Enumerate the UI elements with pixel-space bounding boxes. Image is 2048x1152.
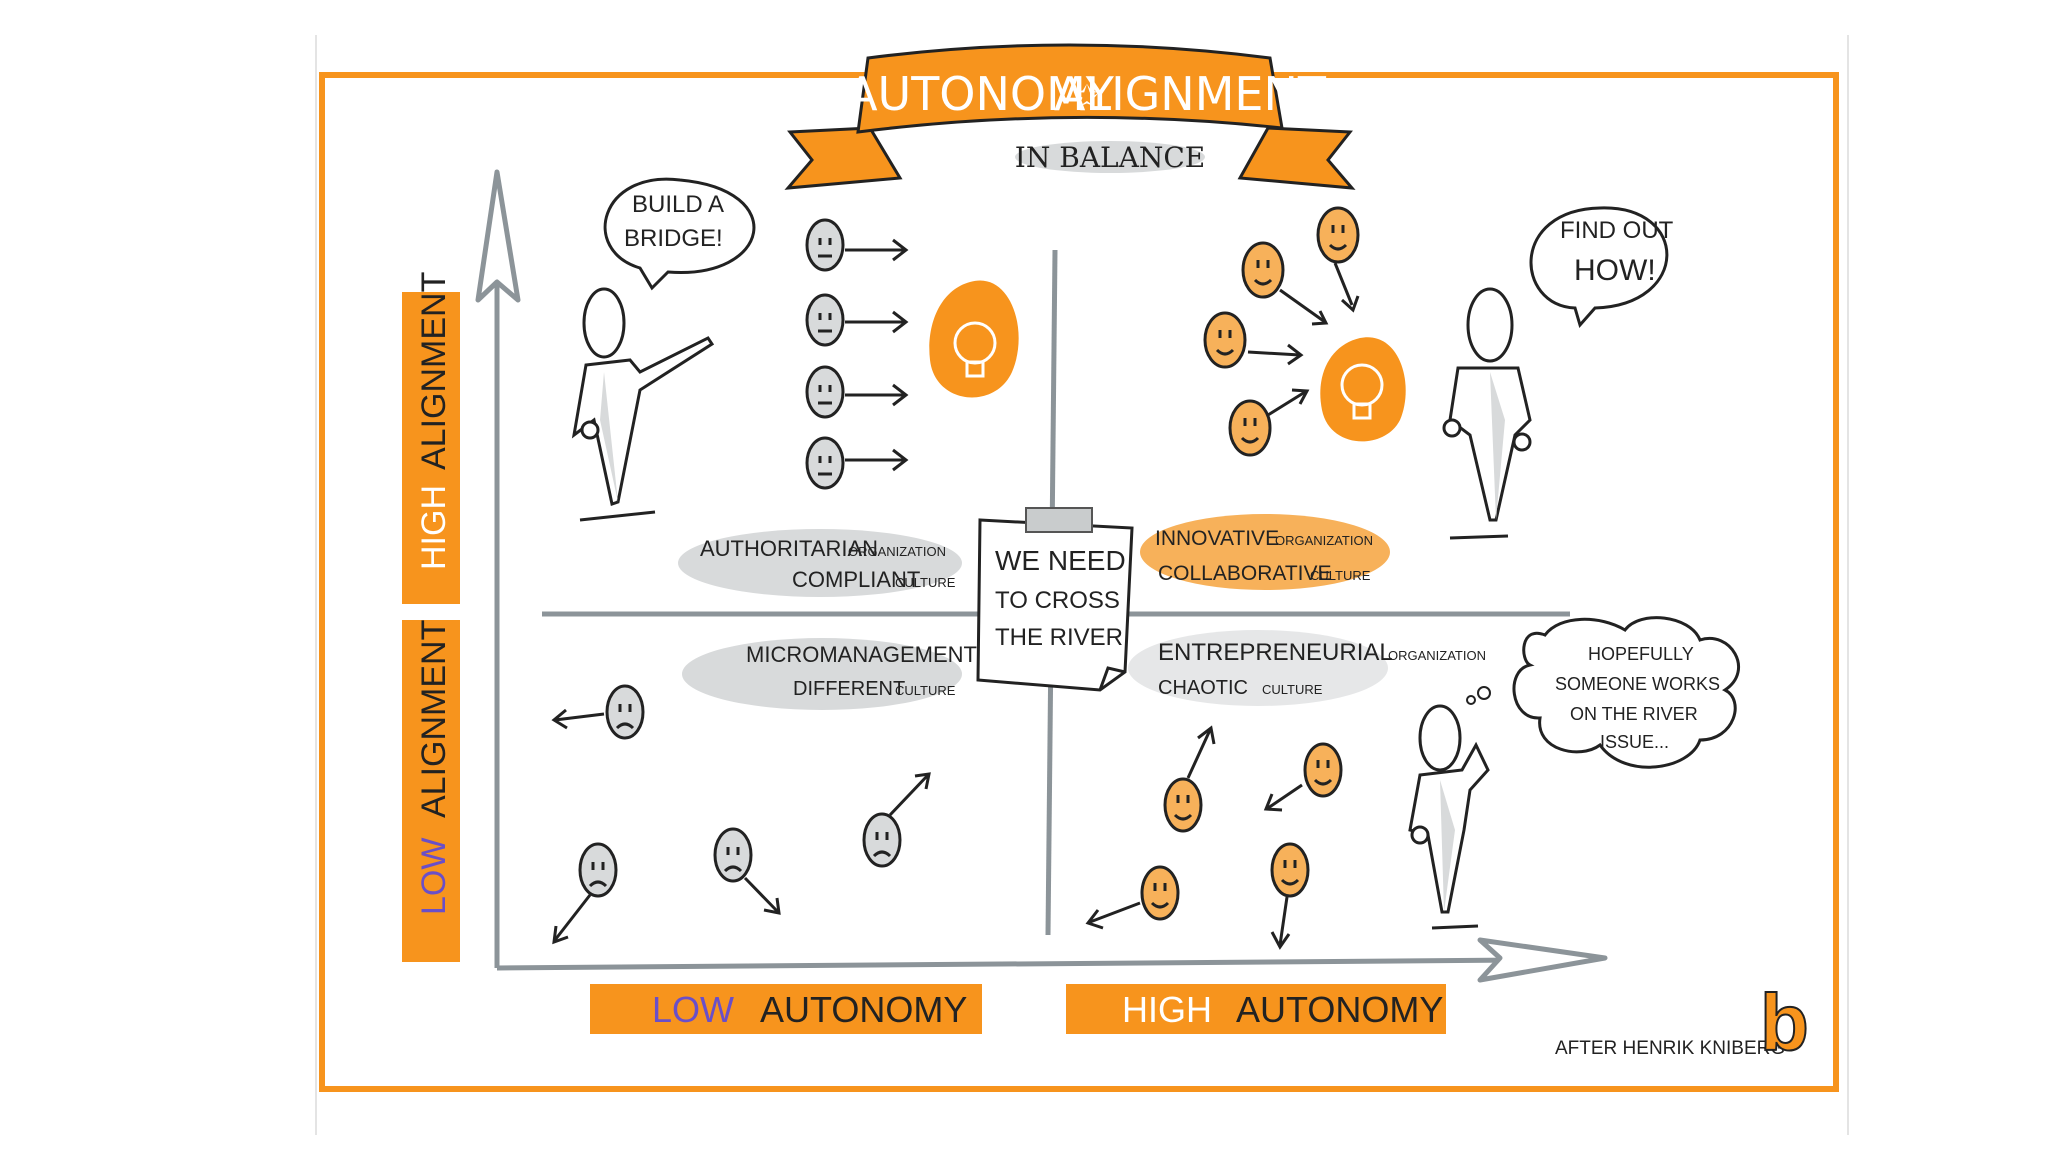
face-different-3 — [713, 827, 781, 915]
x-axis-arrow-icon — [1477, 937, 1608, 983]
svg-text:HOW!: HOW! — [1574, 254, 1656, 287]
face-collab-1 — [1316, 206, 1360, 313]
svg-text:BUILD A: BUILD A — [632, 191, 724, 218]
svg-text:INNOVATIVE: INNOVATIVE — [1155, 527, 1279, 550]
svg-text:ISSUE...: ISSUE... — [1600, 732, 1669, 752]
svg-text:ON THE RIVER: ON THE RIVER — [1570, 704, 1698, 724]
lightbulb-icon-right — [1320, 337, 1406, 442]
svg-text:HIGH: HIGH — [1122, 989, 1212, 1030]
svg-text:COMPLIANT: COMPLIANT — [792, 567, 920, 592]
figure-bottom-right — [1408, 704, 1490, 930]
svg-text:BRIDGE!: BRIDGE! — [624, 225, 723, 252]
svg-text:ALIGNMENT: ALIGNMENT — [415, 620, 453, 818]
svg-text:ORGANIZATION: ORGANIZATION — [1275, 533, 1373, 548]
face-collab-2 — [1241, 241, 1329, 326]
face-different-4 — [862, 772, 931, 868]
face-compliant-2 — [805, 293, 909, 347]
svg-text:AUTHORITARIAN: AUTHORITARIAN — [700, 536, 878, 561]
svg-text:CULTURE: CULTURE — [1310, 568, 1371, 583]
svg-text:CHAOTIC: CHAOTIC — [1158, 677, 1248, 699]
collaborative-faces — [1203, 206, 1360, 457]
speech-bubble-find-out: FIND OUT HOW! — [1529, 206, 1674, 329]
svg-text:AUTONOMY: AUTONOMY — [1236, 989, 1443, 1030]
caption-innovative: INNOVATIVE ORGANIZATION COLLABORATIVE CU… — [1140, 514, 1390, 590]
face-chaotic-4 — [1270, 842, 1310, 950]
face-collab-4 — [1228, 388, 1310, 457]
title-star-icon: ✩ — [1074, 80, 1099, 113]
y-axis-arrow-icon — [475, 169, 521, 303]
face-different-2 — [552, 842, 618, 945]
center-note: WE NEED TO CROSS THE RIVER — [976, 507, 1134, 692]
speech-bubble-leader: BUILD A BRIDGE! — [603, 177, 756, 291]
svg-text:CULTURE: CULTURE — [1262, 682, 1323, 697]
caption-entrepreneurial: ENTREPRENEURIAL ORGANIZATION CHAOTIC CUL… — [1128, 630, 1486, 706]
face-collab-3 — [1203, 311, 1304, 369]
svg-text:WE NEED: WE NEED — [995, 545, 1126, 576]
chaotic-faces — [1085, 725, 1343, 950]
face-chaotic-1 — [1163, 725, 1216, 833]
svg-text:CULTURE: CULTURE — [895, 575, 956, 590]
svg-text:AUTONOMY: AUTONOMY — [760, 989, 967, 1030]
svg-text:ORGANIZATION: ORGANIZATION — [1388, 648, 1486, 663]
svg-text:SOMEONE WORKS: SOMEONE WORKS — [1555, 674, 1720, 694]
face-compliant-4 — [805, 436, 909, 490]
label-low-autonomy: LOW AUTONOMY — [590, 984, 982, 1034]
svg-text:TO CROSS: TO CROSS — [995, 587, 1120, 614]
caption-micromanagement: MICROMANAGEMENT DIFFERENT CULTURE — [682, 638, 977, 710]
svg-text:ENTREPRENEURIAL: ENTREPRENEURIAL — [1158, 639, 1393, 666]
different-faces — [551, 684, 931, 945]
svg-text:MICROMANAGEMENT: MICROMANAGEMENT — [746, 642, 977, 667]
face-compliant-1 — [805, 218, 909, 272]
thought-bubble-hopefully: HOPEFULLY SOMEONE WORKS ON THE RIVER ISS… — [1466, 616, 1740, 769]
leader-figure — [571, 287, 715, 522]
figure-top-right — [1442, 287, 1532, 540]
credit-text: AFTER HENRIK KNIBERG — [1555, 1038, 1785, 1059]
face-different-1 — [551, 684, 645, 740]
tape — [1025, 507, 1093, 533]
svg-text:HIGH: HIGH — [415, 485, 453, 570]
brand-logo: b — [1760, 978, 1809, 1067]
label-high-autonomy: HIGH AUTONOMY — [1066, 984, 1446, 1034]
svg-text:DIFFERENT: DIFFERENT — [793, 678, 905, 700]
title-banner: AUTONOMY ✩ ALIGNMENT IN BALANCE — [784, 43, 1356, 190]
lightbulb-icon-left — [929, 280, 1019, 398]
svg-text:COLLABORATIVE: COLLABORATIVE — [1158, 562, 1332, 585]
caption-authoritarian: AUTHORITARIAN ORGANIZATION COMPLIANT CUL… — [678, 529, 962, 597]
compliant-faces — [805, 218, 909, 490]
svg-text:LOW: LOW — [415, 838, 453, 915]
svg-text:ORGANIZATION: ORGANIZATION — [848, 544, 946, 559]
face-compliant-3 — [805, 365, 909, 419]
svg-text:HOPEFULLY: HOPEFULLY — [1588, 644, 1694, 664]
face-chaotic-3 — [1085, 865, 1180, 930]
label-high-alignment: HIGH ALIGNMENT — [402, 272, 460, 604]
title-autonomy: AUTONOMY — [846, 67, 1115, 121]
subtitle: IN BALANCE — [1015, 141, 1205, 174]
svg-text:THE RIVER: THE RIVER — [995, 624, 1123, 651]
svg-text:LOW: LOW — [652, 989, 734, 1030]
svg-text:FIND OUT: FIND OUT — [1560, 217, 1674, 244]
credit: AFTER HENRIK KNIBERG b — [1555, 977, 1810, 1068]
label-low-alignment: LOW ALIGNMENT — [402, 620, 460, 962]
svg-text:CULTURE: CULTURE — [895, 683, 956, 698]
title-alignment: ALIGNMENT — [1054, 67, 1327, 121]
face-chaotic-2 — [1263, 742, 1343, 812]
svg-text:ALIGNMENT: ALIGNMENT — [415, 272, 453, 470]
